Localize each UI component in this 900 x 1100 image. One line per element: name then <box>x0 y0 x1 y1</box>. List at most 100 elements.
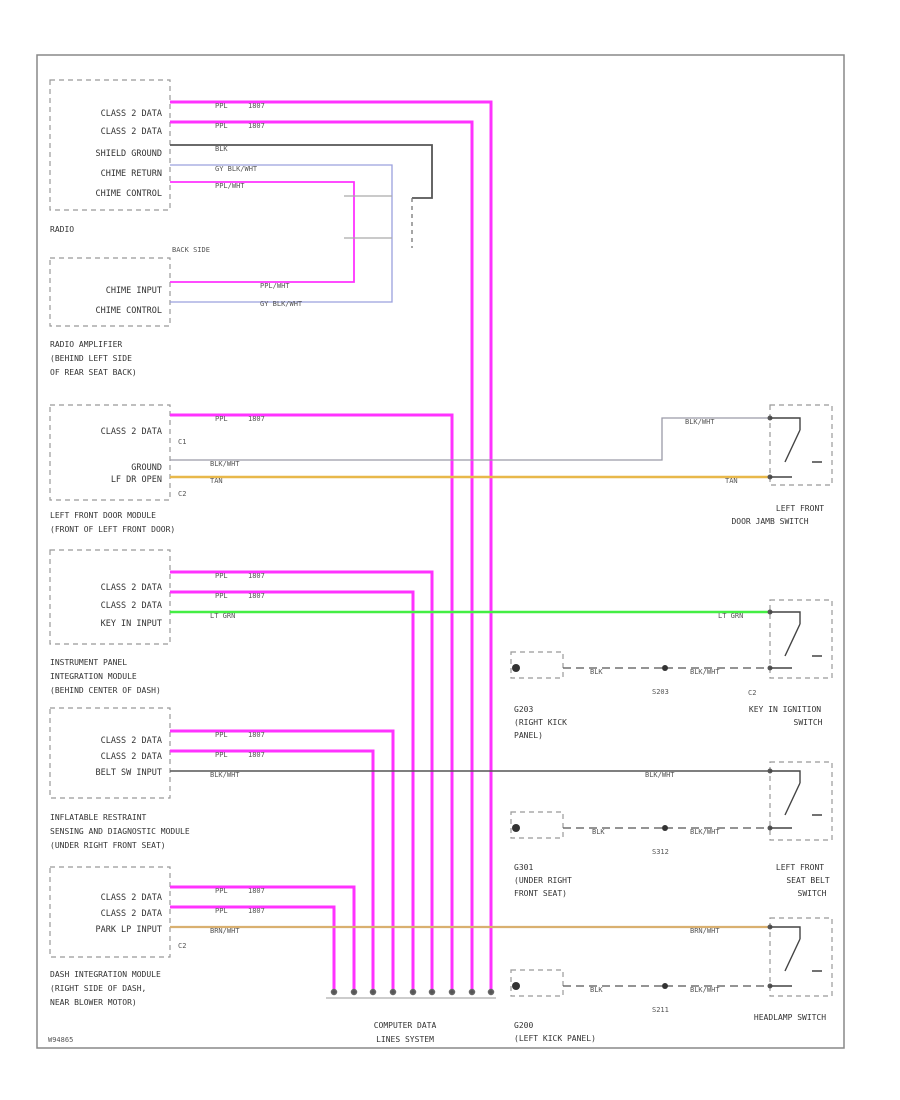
door-pin-3: LF DR OPEN <box>111 475 162 485</box>
g203-caption-2: (RIGHT KICK <box>514 718 567 727</box>
door-jamb-caption-2: DOOR JAMB SWITCH <box>731 517 808 526</box>
door-jamb-switch <box>767 404 833 486</box>
amp-pin-2: CHIME CONTROL <box>95 306 162 316</box>
dim-pin-2: CLASS 2 DATA <box>101 909 162 919</box>
door-conn-c2: C2 <box>178 490 186 498</box>
amp-header: BACK SIDE <box>172 246 210 254</box>
g301-caption-1: G301 <box>514 863 533 872</box>
wire-label: 1807 <box>248 907 265 915</box>
door-pin-2: GROUND <box>131 463 162 473</box>
sdm-pin-3: BELT SW INPUT <box>95 768 162 778</box>
class2-wire-dim-2 <box>170 905 336 992</box>
wire-label: 1807 <box>248 102 265 110</box>
class2-wire-sdm-2 <box>170 749 375 992</box>
g203-caption-3: PANEL) <box>514 731 543 740</box>
sdm-pin-1: CLASS 2 DATA <box>101 736 162 746</box>
key-conn-c2: C2 <box>748 689 756 697</box>
ipc-pin-3: KEY IN INPUT <box>101 619 162 629</box>
wire-label: GY BLK/WHT <box>215 165 258 173</box>
radio-pin-4: CHIME RETURN <box>101 169 162 179</box>
wire-label: 1807 <box>248 731 265 739</box>
star-terminal <box>448 988 456 996</box>
wire-label: PPL/WHT <box>215 182 245 190</box>
door-module-box <box>49 404 171 501</box>
class2-wire-radio-2 <box>170 120 474 992</box>
star-terminal <box>350 988 358 996</box>
key-in-switch <box>767 599 833 679</box>
amp-pin-1: CHIME INPUT <box>106 286 162 296</box>
wire-label: 1807 <box>248 415 265 423</box>
wire-label: BLK/WHT <box>690 668 720 676</box>
star-terminal <box>369 988 377 996</box>
g203-ground-chain <box>510 651 770 679</box>
sdm-caption-2: SENSING AND DIAGNOSTIC MODULE <box>50 827 190 836</box>
wire-label: 1807 <box>248 751 265 759</box>
wire-label: PPL <box>215 122 228 130</box>
star-terminal <box>409 988 417 996</box>
wire-label: LT GRN <box>210 612 235 620</box>
class2-wire-labels: PPL 1807 PPL 1807 PPL 1807 PPL 1807 PPL … <box>215 102 265 915</box>
ipc-caption-3: (BEHIND CENTER OF DASH) <box>50 686 161 695</box>
wire-label: PPL <box>215 415 228 423</box>
star-connector <box>326 988 496 999</box>
dim-pin-1: CLASS 2 DATA <box>101 893 162 903</box>
door-jamb-caption-1: LEFT FRONT <box>776 504 824 513</box>
door-caption-2: (FRONT OF LEFT FRONT DOOR) <box>50 525 175 534</box>
g301-caption-2: (UNDER RIGHT <box>514 876 572 885</box>
wire-label: TAN <box>210 477 223 485</box>
class2-wire-dim-1 <box>170 885 356 992</box>
dim-caption-2: (RIGHT SIDE OF DASH, <box>50 984 146 993</box>
star-terminal <box>330 988 338 996</box>
dim-caption-3: NEAR BLOWER MOTOR) <box>50 998 137 1007</box>
amp-box <box>49 257 171 327</box>
wire-label: GY BLK/WHT <box>260 300 303 308</box>
chime-return-wire <box>170 164 393 303</box>
door-conn-c1: C1 <box>178 438 186 446</box>
wire-label: BLK/WHT <box>690 986 720 994</box>
radio-amp-wires <box>170 144 433 303</box>
wire-label: 1807 <box>248 592 265 600</box>
wire-label: PPL/WHT <box>260 282 290 290</box>
shield-ground-wire <box>170 144 433 199</box>
wire-label: PPL <box>215 907 228 915</box>
radio-pin-3: SHIELD GROUND <box>95 149 162 159</box>
sdm-caption-3: (UNDER RIGHT FRONT SEAT) <box>50 841 166 850</box>
class2-wire-radio-1 <box>170 100 493 992</box>
key-caption-1: KEY IN IGNITION <box>749 705 821 714</box>
amp-caption-1: RADIO AMPLIFIER <box>50 340 122 349</box>
ipc-caption-2: INTEGRATION MODULE <box>50 672 137 681</box>
wire-label: BLK <box>592 828 605 836</box>
dim-caption-1: DASH INTEGRATION MODULE <box>50 970 161 979</box>
g203-caption-1: G203 <box>514 705 533 714</box>
wire-label: BLK/WHT <box>210 460 240 468</box>
headlamp-caption: HEADLAMP SWITCH <box>754 1013 826 1022</box>
door-ground-wire <box>170 417 770 461</box>
wire-label: 1807 <box>248 122 265 130</box>
wire-label: TAN <box>725 477 738 485</box>
wire-label: PPL <box>215 572 228 580</box>
class2-data-wires <box>170 100 493 992</box>
sdm-box <box>49 707 171 799</box>
star-caption-1: COMPUTER DATA <box>374 1021 437 1030</box>
radio-pin-1: CLASS 2 DATA <box>101 109 162 119</box>
wire-label: BLK/WHT <box>690 828 720 836</box>
star-terminal <box>428 988 436 996</box>
wire-label: BRN/WHT <box>210 927 240 935</box>
headlamp-switch <box>767 917 833 997</box>
wire-label: BLK <box>590 986 603 994</box>
radio-caption: RADIO <box>50 225 74 234</box>
star-terminal <box>487 988 495 996</box>
dim-conn-c2: C2 <box>178 942 186 950</box>
door-pin-1: CLASS 2 DATA <box>101 427 162 437</box>
g200-caption-1: G200 <box>514 1021 533 1030</box>
belt-caption-1: LEFT FRONT <box>776 863 824 872</box>
dim-pin-3: PARK LP INPUT <box>95 925 162 935</box>
ipc-pin-1: CLASS 2 DATA <box>101 583 162 593</box>
amp-caption-3: OF REAR SEAT BACK) <box>50 368 137 377</box>
belt-caption-3: SWITCH <box>798 889 827 898</box>
s203-label: S203 <box>652 688 669 696</box>
diagram-frame <box>36 54 845 1049</box>
ipc-caption-1: INSTRUMENT PANEL <box>50 658 127 667</box>
g301-caption-3: FRONT SEAT) <box>514 889 567 898</box>
